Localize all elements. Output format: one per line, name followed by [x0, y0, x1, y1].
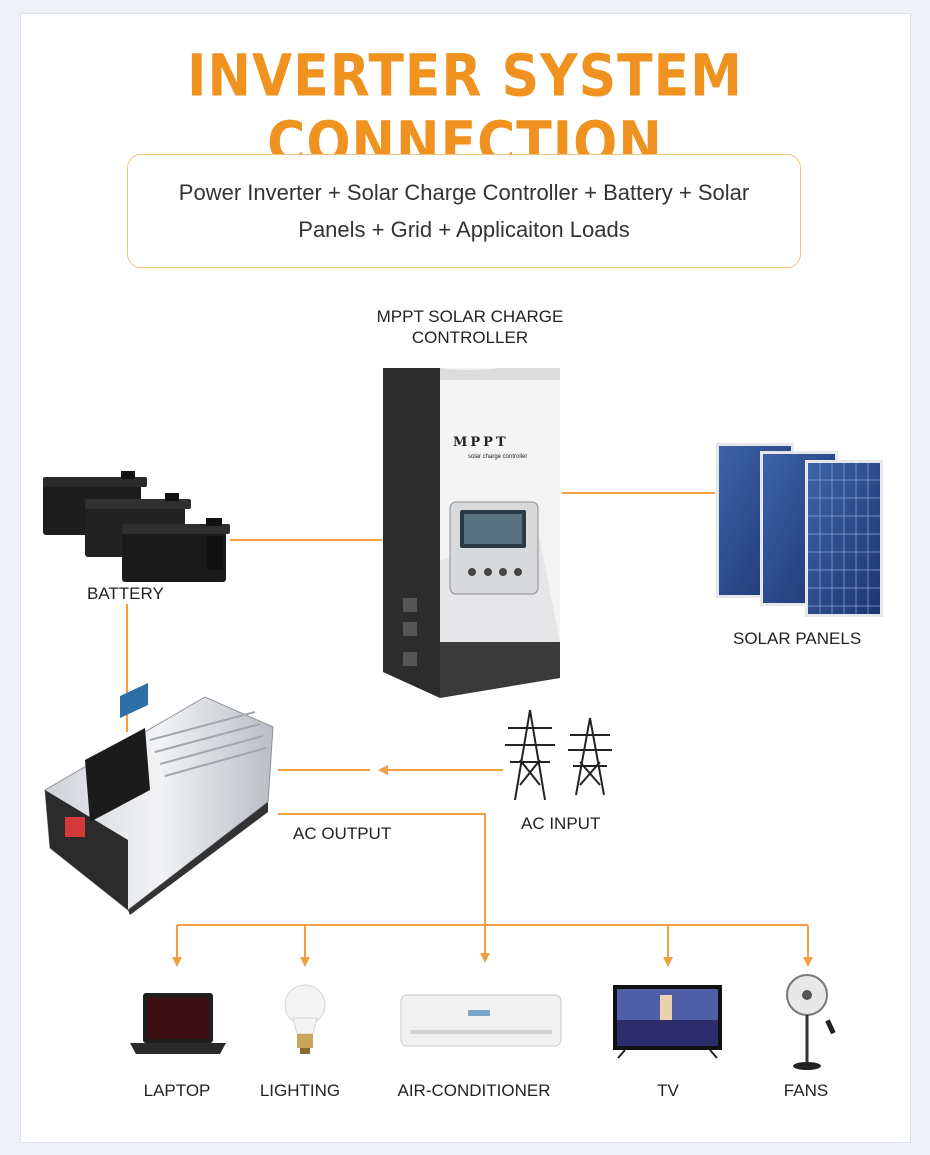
light-bulb-icon — [285, 985, 325, 1054]
controller-label-line1: MPPT SOLAR CHARGE — [340, 306, 600, 327]
ac-input-label: AC INPUT — [521, 814, 600, 834]
load-label-lighting: LIGHTING — [240, 1081, 360, 1101]
controller-label: MPPT SOLAR CHARGE CONTROLLER — [340, 306, 600, 348]
transmission-tower-icon — [505, 710, 612, 800]
laptop-icon — [130, 993, 226, 1054]
solar-panels-label: SOLAR PANELS — [733, 629, 861, 649]
mppt-controller-icon: MPPT solar charge controller — [383, 368, 560, 698]
battery-label: BATTERY — [87, 584, 164, 604]
load-label-air-conditioner: AIR-CONDITIONER — [384, 1081, 564, 1101]
air-conditioner-icon — [401, 995, 561, 1046]
fan-icon — [787, 975, 836, 1070]
load-label-tv: TV — [618, 1081, 718, 1101]
load-label-laptop: LAPTOP — [117, 1081, 237, 1101]
solar-panels-icon — [716, 443, 883, 617]
ac-output-label: AC OUTPUT — [293, 824, 391, 844]
power-inverter-icon — [45, 683, 273, 915]
controller-label-line2: CONTROLLER — [340, 327, 600, 348]
mppt-brand-sub: solar charge controller — [468, 454, 527, 460]
load-label-fans: FANS — [756, 1081, 856, 1101]
tv-icon — [613, 985, 722, 1058]
battery-icon — [43, 471, 230, 582]
mppt-brand: MPPT — [453, 435, 509, 450]
